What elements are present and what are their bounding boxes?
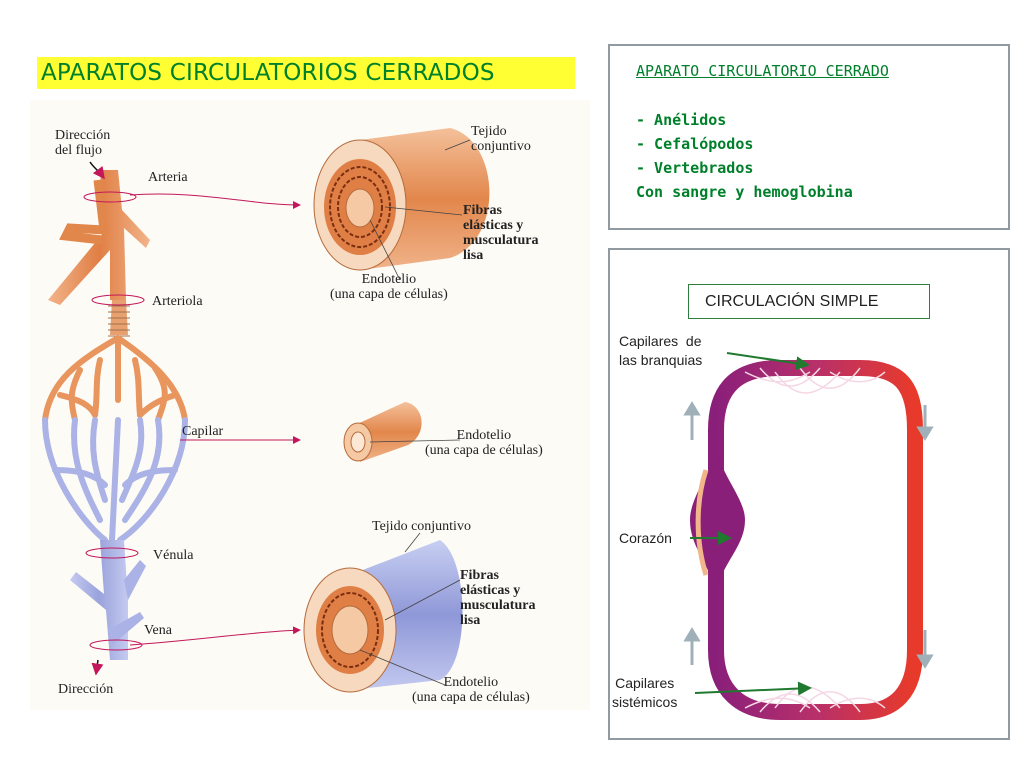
info-item-vertebrados: - Vertebrados: [636, 159, 754, 177]
label-systemic-capillaries: Capilares sistémicos: [612, 674, 677, 712]
artery-label-tejido: Tejido conjuntivo: [471, 124, 531, 154]
vein-label-fibras-line4: lisa: [460, 613, 481, 628]
gill-capillaries: [744, 367, 886, 394]
title-banner: APARATOS CIRCULATORIOS CERRADOS: [37, 57, 575, 89]
info-panel: APARATO CIRCULATORIO CERRADO - Anélidos …: [608, 44, 1010, 230]
vein-label-fibras-line3: musculatura: [460, 598, 536, 613]
label-gill-capillaries-line2: las branquias: [619, 352, 703, 368]
artery-label-tejido-line1: Tejido: [471, 124, 507, 139]
artery-cross-section: [313, 128, 490, 271]
label-arteria: Arteria: [148, 170, 188, 185]
artery-label-tejido-line2: conjuntivo: [471, 139, 531, 154]
label-direction-flow: Dirección del flujo: [55, 128, 110, 158]
label-vena: Vena: [144, 623, 172, 638]
label-gill-capillaries: Capilares de las branquias: [619, 332, 702, 370]
label-capilar: Capilar: [182, 424, 224, 439]
vein-trunk: [70, 540, 146, 660]
artery-label-endotelio: Endotelio (una capa de células): [330, 272, 448, 302]
pointer-arrow-arteria: [129, 193, 301, 209]
label-direction-flow-line2: del flujo: [55, 143, 103, 158]
info-heading: APARATO CIRCULATORIO CERRADO: [636, 62, 889, 80]
simple-circulation-title: CIRCULACIÓN SIMPLE: [705, 293, 879, 310]
page-title: APARATOS CIRCULATORIOS CERRADOS: [41, 60, 495, 86]
label-direction-bottom: Dirección: [58, 682, 114, 697]
label-arteriola: Arteriola: [152, 294, 203, 309]
label-gill-capillaries-line1: Capilares de: [619, 333, 702, 349]
flow-arrow-bottom: [91, 659, 104, 676]
circulation-panel: [608, 248, 1010, 740]
vein-cross-section: [303, 540, 463, 693]
artery-label-fibras-line1: Fibras: [463, 203, 502, 218]
gills-pointer-arrow: [726, 352, 810, 371]
artery-trunk: [48, 170, 150, 337]
vein-label-fibras-line2: elásticas y: [460, 583, 521, 598]
vessel-rings: [83, 191, 145, 651]
label-systemic-capillaries-line2: sistémicos: [612, 694, 678, 710]
capillary-cross-section: [343, 402, 422, 462]
artery-label-fibras-line3: musculatura: [463, 233, 539, 248]
vein-label-fibras: Fibras elásticas y musculatura lisa: [460, 568, 535, 628]
info-item-sangre: Con sangre y hemoglobina: [636, 183, 853, 201]
capillary-label-endotelio: Endotelio (una capa de células): [425, 428, 543, 458]
vein-label-endotelio-line2: (una capa de células): [412, 690, 530, 705]
capillary-bed-venous: [42, 417, 188, 543]
label-systemic-capillaries-line1: Capilares: [615, 675, 675, 691]
capillary-label-endotelio-line1: Endotelio: [456, 428, 512, 443]
label-heart: Corazón: [619, 530, 672, 546]
label-leaders: [359, 139, 471, 686]
flow-arrow-top: [89, 161, 105, 180]
vein-label-endotelio: Endotelio (una capa de células): [412, 675, 530, 705]
capillary-label-endotelio-line2: (una capa de células): [425, 443, 543, 458]
label-venula: Vénula: [153, 548, 194, 563]
info-item-cefalopodos: - Cefalópodos: [636, 135, 754, 153]
capillary-bed-arterial: [42, 335, 188, 423]
artery-label-fibras-line2: elásticas y: [463, 218, 524, 233]
pointer-arrow-vena: [129, 626, 301, 646]
artery-label-endotelio-line1: Endotelio: [361, 272, 417, 287]
systemic-pointer-arrow: [694, 681, 812, 696]
systemic-capillaries: [744, 686, 886, 713]
vein-label-tejido: Tejido conjuntivo: [372, 519, 471, 534]
artery-label-endotelio-line2: (una capa de células): [330, 287, 448, 302]
vein-label-endotelio-line1: Endotelio: [443, 675, 499, 690]
simple-circulation-title-box: CIRCULACIÓN SIMPLE: [688, 284, 930, 319]
artery-label-fibras: Fibras elásticas y musculatura lisa: [463, 203, 538, 263]
label-direction-flow-line1: Dirección: [55, 128, 111, 143]
flow-direction-arrows: [683, 401, 934, 669]
vein-label-fibras-line1: Fibras: [460, 568, 499, 583]
artery-label-fibras-line4: lisa: [463, 248, 484, 263]
simple-circulation-loop: [683, 352, 934, 720]
info-item-anelidos: - Anélidos: [636, 111, 727, 129]
